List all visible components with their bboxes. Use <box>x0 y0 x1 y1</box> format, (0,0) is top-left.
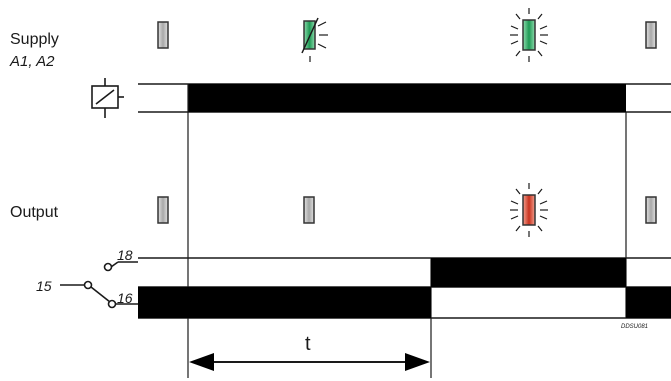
contact-16-state-bar <box>138 287 671 319</box>
output-led-off-1 <box>157 196 169 224</box>
supply-led-off-2 <box>645 21 657 49</box>
output-led-steady-red <box>510 183 548 237</box>
supply-terminals-label: A1, A2 <box>9 53 55 70</box>
timer-label: t <box>305 333 311 355</box>
supply-led-blinking-green <box>301 17 328 62</box>
supply-state-bar <box>138 83 671 113</box>
supply-led-off-1 <box>157 21 169 49</box>
coil-icon <box>91 78 124 118</box>
timing-markers <box>187 84 627 378</box>
output-led-off-2 <box>303 196 315 224</box>
contact-icon <box>60 261 138 309</box>
timer-arrow <box>189 353 430 371</box>
terminal-16-label: 16 <box>117 290 133 306</box>
terminal-18-label: 18 <box>117 247 133 263</box>
contact-18-state-bar <box>138 257 671 288</box>
terminal-15-label: 15 <box>36 278 52 294</box>
output-label: Output <box>10 204 59 221</box>
reference-code: DDSU081 <box>621 324 648 330</box>
supply-led-steady-green <box>510 8 548 62</box>
output-led-off-3 <box>645 196 657 224</box>
supply-label: Supply <box>10 31 59 48</box>
